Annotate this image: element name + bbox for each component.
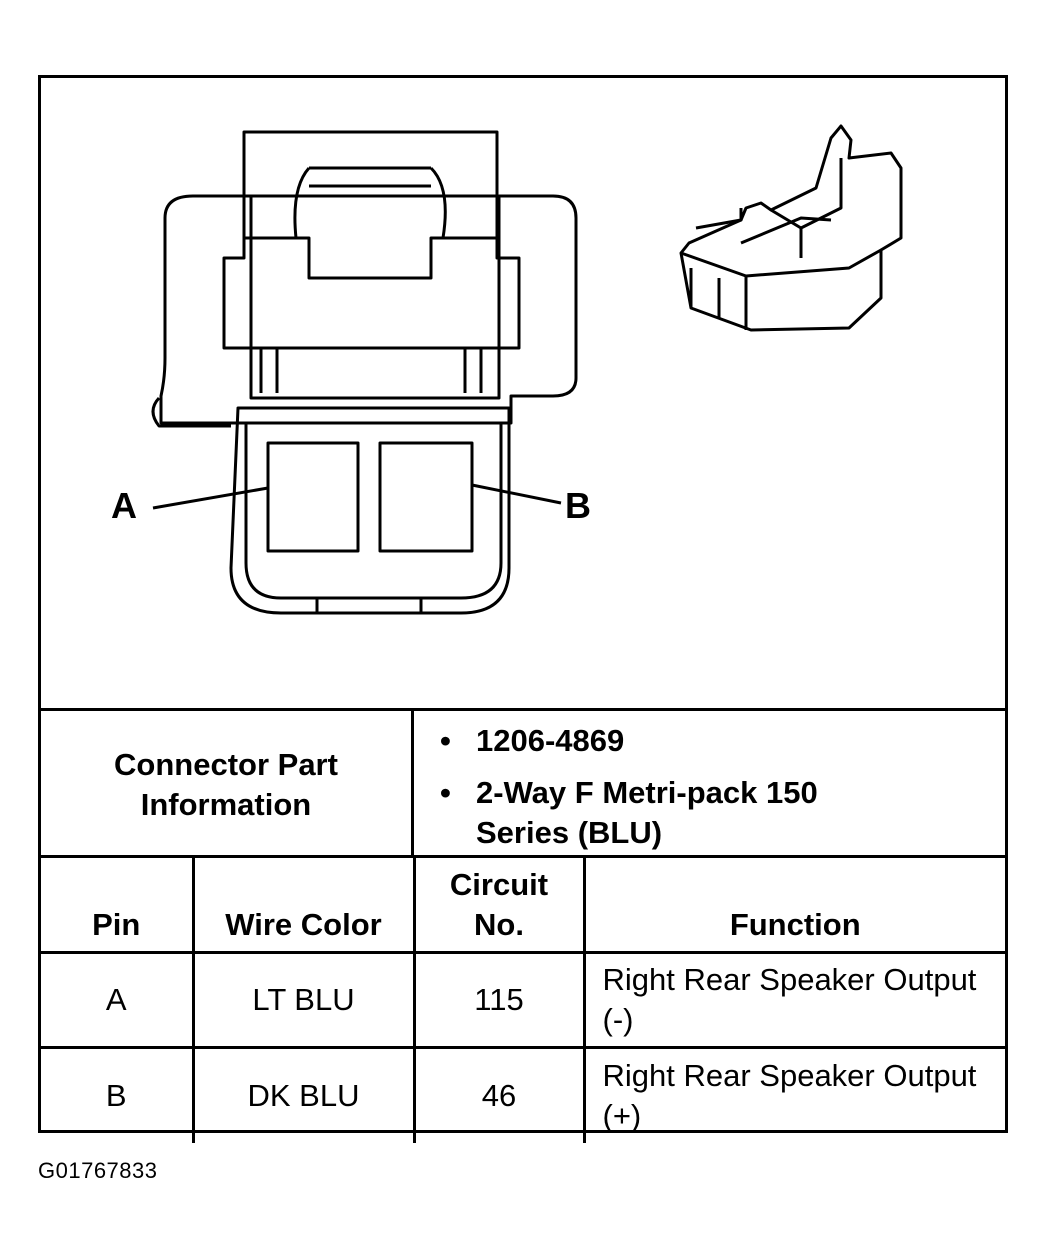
bullet-icon: • bbox=[440, 723, 451, 758]
part-number: 1206-4869 bbox=[476, 723, 625, 758]
connector-part-info-label-cell: Connector Part Information bbox=[41, 711, 414, 858]
table-row: A LT BLU 115 Right Rear Speaker Output (… bbox=[41, 951, 1005, 1049]
header-pin: Pin bbox=[41, 855, 195, 954]
row-b-function: Right Rear Speaker Output (+) bbox=[582, 1046, 1005, 1143]
row-b-circuit-no: 46 bbox=[412, 1046, 586, 1143]
table-row: B DK BLU 46 Right Rear Speaker Output (+… bbox=[41, 1046, 1005, 1143]
part-number-item: • 1206-4869 bbox=[440, 721, 896, 761]
row-a-function: Right Rear Speaker Output (-) bbox=[582, 951, 1005, 1049]
header-wire-color: Wire Color bbox=[191, 855, 416, 954]
row-a-circuit-no: 115 bbox=[412, 951, 586, 1049]
bullet-icon: • bbox=[440, 775, 451, 810]
row-b-pin: B bbox=[41, 1046, 195, 1143]
connector-iso-view bbox=[679, 124, 903, 332]
pin-b-label: B bbox=[565, 485, 591, 526]
pin-a-label: A bbox=[111, 485, 137, 526]
connector-part-info-label: Connector Part Information bbox=[114, 746, 338, 822]
connector-part-info-row: Connector Part Information • 1206-4869 •… bbox=[41, 708, 1005, 858]
row-a-pin: A bbox=[41, 951, 195, 1049]
connector-face-drawing bbox=[151, 124, 903, 615]
header-circuit-no: Circuit No. bbox=[412, 855, 586, 954]
connector-type: 2-Way F Metri-pack 150 Series (BLU) bbox=[476, 775, 818, 850]
row-b-wire-color: DK BLU bbox=[191, 1046, 416, 1143]
connector-drawing-area: A B bbox=[41, 78, 1005, 708]
pin-table: Pin Wire Color Circuit No. Function A LT… bbox=[41, 855, 1005, 1143]
header-function: Function bbox=[582, 855, 1005, 954]
connector-type-item: • 2-Way F Metri-pack 150 Series (BLU) bbox=[440, 773, 896, 853]
row-a-wire-color: LT BLU bbox=[191, 951, 416, 1049]
connector-diagram-frame: A B Connector Part Information • 1206-48… bbox=[38, 75, 1008, 1143]
connector-part-info-values: • 1206-4869 • 2-Way F Metri-pack 150 Ser… bbox=[414, 711, 1005, 858]
pin-table-header: Pin Wire Color Circuit No. Function bbox=[41, 855, 1005, 954]
figure-id: G01767833 bbox=[38, 1158, 158, 1183]
